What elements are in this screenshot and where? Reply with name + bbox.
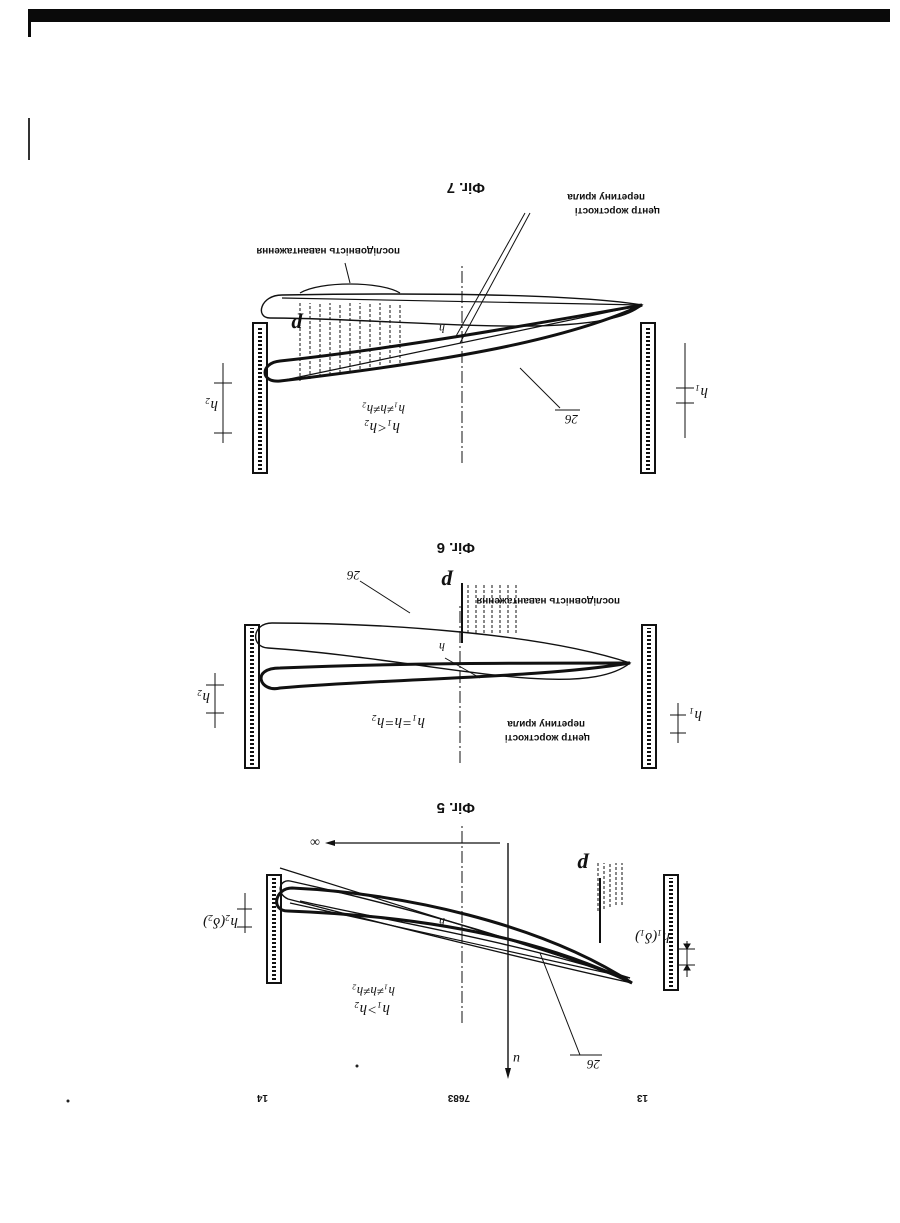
figure-7: p h₁ h₂ h 26 h₁<h₂ h₁≠h≠h₂ послідовність… [205, 179, 708, 473]
fig5-26-label: 26 [587, 1057, 601, 1072]
fig6-h-label: h [439, 640, 445, 654]
fig7-inequality: h₁<h₂ [364, 419, 400, 435]
fig7-load-sequence: послідовність навантаження [256, 245, 400, 256]
fig6-p-label: p [441, 570, 454, 595]
fig5-caption: Фіг. 5 [437, 799, 475, 816]
fig7-h1-label: h₁ [695, 384, 708, 400]
fig7-stiffness-center-2: перетину крила [567, 191, 645, 202]
fig5-inequality-2: h₁≠h≠h₂ [352, 984, 395, 999]
fig6-caption: Фіг. 6 [437, 539, 475, 556]
fig5-h-label: h [439, 915, 445, 929]
page-number-left: 13 [636, 1092, 648, 1103]
fig6-stiffness-center-2: перетину крила [507, 718, 585, 729]
fig7-h-label: h [439, 322, 445, 336]
fig5-inequality: h₁>h₂ [354, 1001, 390, 1017]
fig7-p-label: p [291, 313, 304, 338]
rotated-content: 13 7683 14 [197, 179, 708, 1103]
fig6-h2-label: h₂ [197, 689, 210, 705]
fig5-h1-label: h₁(δ₁) [635, 929, 670, 945]
speck [356, 1065, 359, 1068]
page-number-right: 14 [256, 1092, 268, 1103]
speck [67, 1100, 70, 1103]
fig7-h2-label: h₂ [205, 397, 218, 413]
top-black-bar [28, 9, 890, 22]
fig6-stiffness-center-1: центр жорсткості [505, 732, 590, 743]
figure-5: p u ∞ h₁(δ₁) h₂(δ₂) h 26 h₁>h₂ h₁≠h≠h₂ Ф… [203, 799, 695, 1079]
fig6-h1-label: h₁ [689, 707, 702, 723]
fig7-inequality-2: h₁≠h≠h₂ [362, 402, 405, 417]
fig6-26-label: 26 [347, 568, 361, 583]
fig7-caption: Фіг. 7 [447, 179, 485, 196]
fig7-26-label: 26 [565, 412, 579, 427]
fig5-u-label: u [513, 1051, 520, 1066]
left-edge-mark [28, 118, 30, 160]
fig6-load-sequence: послідовність навантаження [476, 595, 620, 606]
fig7-stiffness-center-1: центр жорсткості [575, 205, 660, 216]
fig6-equality: h₁=h=h₂ [372, 714, 425, 730]
fig5-infinity-label: ∞ [310, 834, 320, 849]
page-number-center: 7683 [447, 1092, 470, 1103]
left-edge-mark-top [28, 9, 31, 37]
fig5-p-label: p [577, 853, 590, 878]
fig5-h2-label: h₂(δ₂) [203, 914, 238, 930]
figure-6: p h₁ h₂ h 26 h₁=h=h₂ послідовність наван… [197, 539, 702, 768]
